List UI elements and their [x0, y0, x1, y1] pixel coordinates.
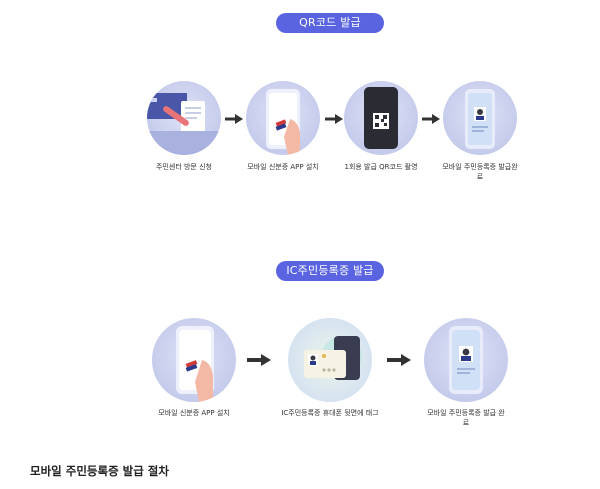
figure-caption: 모바일 주민등록증 발급 절차	[30, 464, 169, 478]
id-card-phone-icon	[449, 326, 483, 394]
section-title-qr: QR코드 발급	[276, 13, 384, 33]
arrow-right-icon	[387, 354, 411, 366]
step-circle-ic-tag	[288, 318, 372, 402]
step-label-qr-scan: 1회용 발급 QR코드 촬영	[344, 163, 418, 171]
id-card-phone-icon	[465, 89, 495, 149]
arrow-right-icon	[247, 354, 271, 366]
qr-code-phone-icon	[364, 87, 398, 149]
step-circle-complete	[443, 81, 517, 155]
step-label-complete-2: 모바일 주민등록증 발급 완료	[427, 409, 505, 427]
step-label-app-install-2: 모바일 신분증 APP 설치	[158, 409, 230, 417]
app-install-phone-icon	[176, 326, 214, 402]
arrow-right-icon	[325, 114, 343, 124]
step-circle-qr-scan	[344, 81, 418, 155]
application-form-icon	[147, 93, 221, 155]
app-install-phone-icon	[266, 89, 300, 155]
arrow-right-icon	[225, 114, 243, 124]
step-label-visit-center: 주민센터 방문 신청	[156, 163, 212, 171]
section-title-ic: IC주민등록증 발급	[276, 261, 384, 281]
step-circle-visit-center	[147, 81, 221, 155]
step-circle-complete-2	[424, 318, 508, 402]
step-label-complete: 모바일 주민등록증 발급완료	[442, 163, 518, 181]
step-circle-app-install	[246, 81, 320, 155]
step-circle-app-install-2	[152, 318, 236, 402]
step-label-ic-tag: IC주민등록증 휴대폰 뒷면에 태그	[281, 409, 379, 417]
step-label-app-install: 모바일 신분증 APP 설치	[247, 163, 319, 171]
arrow-right-icon	[422, 114, 440, 124]
ic-card-tag-icon	[304, 336, 362, 380]
